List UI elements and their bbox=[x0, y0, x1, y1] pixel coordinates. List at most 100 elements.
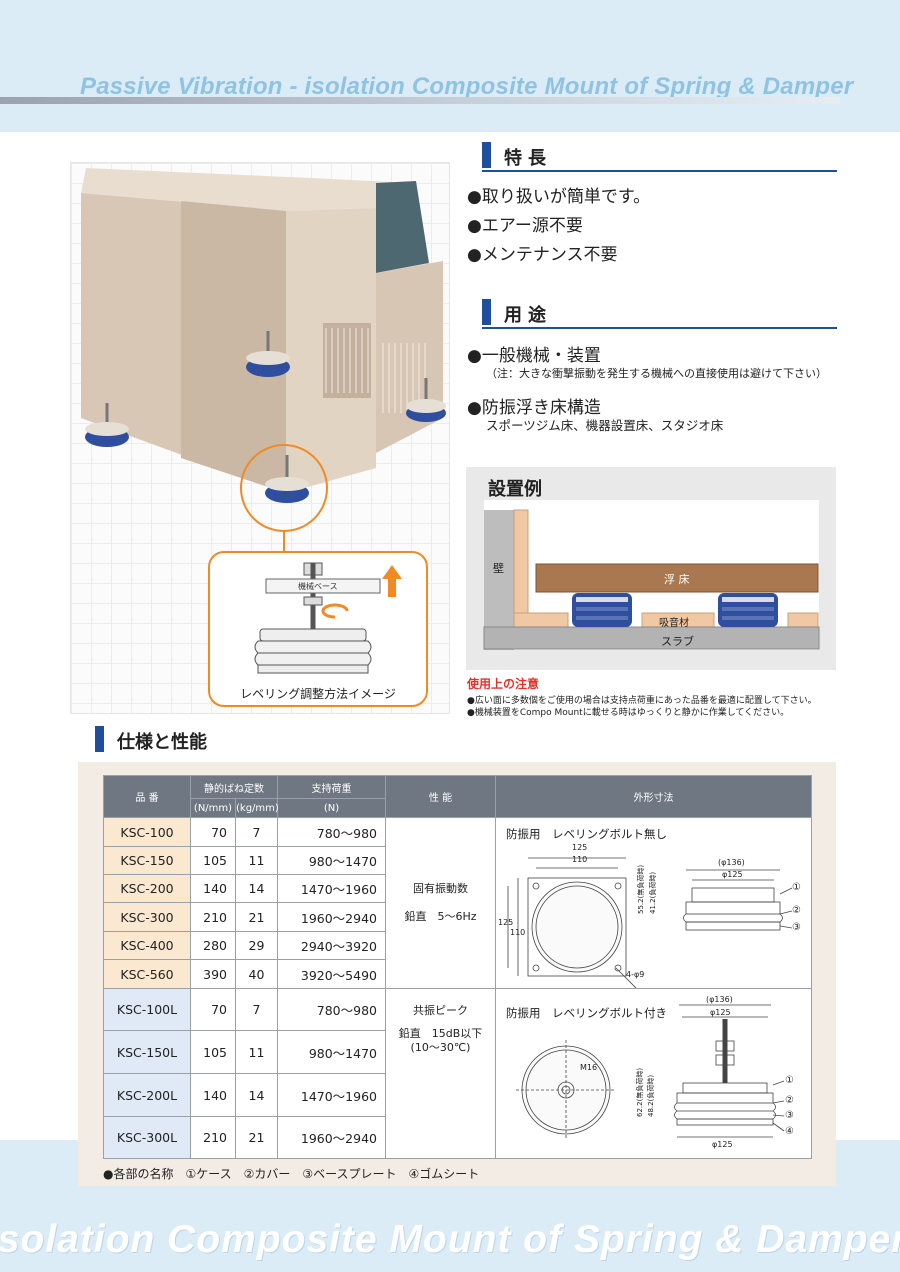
perf-cell-natural-frequency: 固有振動数 鉛直 5～6Hz bbox=[385, 817, 496, 989]
marker-1: ① bbox=[785, 1075, 794, 1086]
model-cell: KSC-150 bbox=[103, 846, 191, 875]
installation-title: 設置例 bbox=[488, 479, 542, 500]
dim-hole: 4-φ9 bbox=[626, 970, 645, 979]
use-item-sub: スポーツジム床、機器設置床、スタジオ床 bbox=[486, 418, 724, 433]
spring-kg-cell: 11 bbox=[235, 846, 278, 875]
model-cell: KSC-400 bbox=[103, 931, 191, 960]
header-model: 品 番 bbox=[103, 775, 191, 818]
footer-title: Isolation Composite Mount of Spring & Da… bbox=[0, 1218, 900, 1261]
heading-bar bbox=[95, 726, 104, 752]
load-cell: 1470～1960 bbox=[277, 1073, 386, 1117]
model-cell: KSC-200L bbox=[103, 1073, 191, 1117]
spring-kg-cell: 21 bbox=[235, 902, 278, 932]
dim-outer-diameter: (φ136) bbox=[706, 995, 733, 1004]
installation-diagram bbox=[483, 500, 820, 650]
dim-inner-diameter: φ125 bbox=[722, 870, 743, 879]
spring-n-cell: 70 bbox=[190, 817, 236, 847]
spring-kg-cell: 7 bbox=[235, 817, 278, 847]
spring-kg-cell: 29 bbox=[235, 931, 278, 960]
spring-n-cell: 105 bbox=[190, 1030, 236, 1074]
dims-drawing-with-bolt bbox=[516, 1004, 785, 1140]
dim-height-outer: 125 bbox=[498, 918, 514, 927]
spring-n-cell: 140 bbox=[190, 1073, 236, 1117]
feature-item: ●メンテナンス不要 bbox=[467, 245, 618, 265]
dim-height-unloaded: 62.2(無負荷時) bbox=[636, 1067, 644, 1117]
model-cell: KSC-300L bbox=[103, 1116, 191, 1159]
perf-cell-resonance: 共振ピーク 鉛直 15dB以下 (10～30℃) bbox=[385, 988, 496, 1159]
floor-label: 浮 床 bbox=[664, 573, 690, 586]
dim-base-diameter: φ125 bbox=[712, 1140, 733, 1149]
heading-bar bbox=[482, 142, 491, 168]
feature-item: ●取り扱いが簡単です。 bbox=[467, 187, 651, 207]
perf-condition: (10～30℃) bbox=[410, 1041, 471, 1054]
model-cell: KSC-300 bbox=[103, 902, 191, 932]
marker-2: ② bbox=[785, 1095, 794, 1106]
absorber-label: 吸音材 bbox=[659, 618, 689, 629]
marker-3: ③ bbox=[785, 1110, 794, 1121]
dim-height-loaded: 41.2(負荷時) bbox=[649, 871, 657, 914]
header-title: Passive Vibration - isolation Composite … bbox=[80, 73, 854, 100]
product-photo: 機械ベース レベリング調整方法イメージ bbox=[70, 162, 450, 714]
load-cell: 980～1470 bbox=[277, 846, 386, 875]
use-item: ●防振浮き床構造 bbox=[467, 398, 601, 418]
leveling-diagram bbox=[254, 562, 402, 674]
marker-4: ④ bbox=[785, 1126, 794, 1137]
marker-3: ③ bbox=[792, 922, 801, 933]
dims-cell-no-bolt: 防振用 レベリングボルト無し bbox=[495, 817, 812, 989]
wall-label: 壁 bbox=[493, 562, 504, 575]
spec-heading-text: 仕様と性能 bbox=[117, 732, 207, 753]
model-cell: KSC-150L bbox=[103, 1030, 191, 1074]
spring-kg-cell: 11 bbox=[235, 1030, 278, 1074]
machine-illustration bbox=[81, 168, 446, 553]
spring-kg-cell: 21 bbox=[235, 1116, 278, 1159]
model-cell: KSC-200 bbox=[103, 874, 191, 903]
use-item-note: （注：大きな衝撃振動を発生する機械への直接使用は避けて下さい） bbox=[486, 367, 827, 380]
load-cell: 780～980 bbox=[277, 988, 386, 1031]
model-cell: KSC-100L bbox=[103, 988, 191, 1031]
spring-n-cell: 210 bbox=[190, 1116, 236, 1159]
leveling-callout: 機械ベース レベリング調整方法イメージ bbox=[208, 551, 428, 707]
spring-n-cell: 280 bbox=[190, 931, 236, 960]
spec-table: 品 番 静的ばね定数 支持荷重 性 能 外形寸法 (N/mm) (kg/mm) … bbox=[103, 775, 812, 1159]
header-spring-unit-n: (N/mm) bbox=[190, 798, 236, 818]
dim-outer-diameter: (φ136) bbox=[718, 858, 745, 867]
parts-legend: ●各部の名称 ①ケース ②カバー ③ベースプレート ④ゴムシート bbox=[103, 1167, 480, 1181]
installation-example: 設置例 壁 浮 床 吸音材 スラブ bbox=[466, 467, 836, 670]
note-item: ●機械装置をCompo Mountに載せる時はゆっくりと静かに作業してください。 bbox=[467, 708, 790, 718]
marker-2: ② bbox=[792, 905, 801, 916]
dim-width-outer: 125 bbox=[572, 843, 588, 852]
dims-title: 防振用 レベリングボルト付き bbox=[506, 1006, 667, 1020]
marker-1: ① bbox=[792, 882, 801, 893]
perf-value: 鉛直 15dB以下 bbox=[398, 1027, 483, 1040]
machine-base-label: 機械ベース bbox=[298, 582, 338, 591]
notes-title: 使用上の注意 bbox=[467, 677, 540, 691]
spring-kg-cell: 14 bbox=[235, 874, 278, 903]
spring-n-cell: 105 bbox=[190, 846, 236, 875]
load-cell: 980～1470 bbox=[277, 1030, 386, 1074]
spring-n-cell: 140 bbox=[190, 874, 236, 903]
load-cell: 3920～5490 bbox=[277, 959, 386, 989]
spring-kg-cell: 40 bbox=[235, 959, 278, 989]
note-item: ●広い面に多数個をご使用の場合は支持点荷重にあった品番を最適に配置して下さい。 bbox=[467, 696, 817, 706]
spring-kg-cell: 7 bbox=[235, 988, 278, 1031]
dim-inner-diameter: φ125 bbox=[710, 1008, 731, 1017]
dim-height-unloaded: 55.2(無負荷時) bbox=[637, 864, 645, 914]
header-dims: 外形寸法 bbox=[495, 775, 812, 818]
header-spring-unit-kg: (kg/mm) bbox=[235, 798, 279, 818]
feature-item: ●エアー源不要 bbox=[467, 216, 583, 236]
features-heading-text: 特長 bbox=[504, 148, 552, 169]
load-cell: 780～980 bbox=[277, 817, 386, 847]
heading-bar bbox=[482, 299, 491, 325]
use-item: ●一般機械・装置 bbox=[467, 346, 601, 366]
dim-width-inner: 110 bbox=[572, 855, 588, 864]
dim-bolt-size: M16 bbox=[580, 1063, 598, 1072]
heading-rule bbox=[482, 327, 837, 329]
header-perf: 性 能 bbox=[385, 775, 496, 818]
dims-drawing-no-bolt bbox=[507, 857, 793, 988]
load-cell: 2940～3920 bbox=[277, 931, 386, 960]
dim-height-loaded: 48.2(負荷時) bbox=[647, 1074, 655, 1117]
slab-label: スラブ bbox=[661, 635, 694, 648]
perf-label: 固有振動数 bbox=[413, 882, 468, 895]
spring-n-cell: 70 bbox=[190, 988, 236, 1031]
header-load-unit: (N) bbox=[277, 798, 386, 818]
